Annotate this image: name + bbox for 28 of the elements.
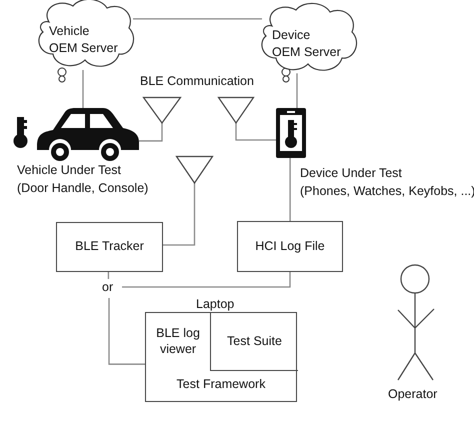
software-box — [210, 313, 298, 371]
node-label: Device OEM Server — [272, 27, 342, 61]
caption-text: Vehicle Under Test (Door Handle, Console) — [17, 162, 150, 197]
antenna-symbol — [143, 97, 181, 123]
text-label: Operator — [388, 387, 438, 403]
node-label: BLE log viewer — [155, 325, 201, 358]
connector-line — [82, 70, 84, 108]
node-label: Vehicle OEM Server — [49, 23, 119, 57]
process-box — [237, 221, 343, 272]
antenna-symbol — [218, 97, 254, 123]
connector-line — [296, 73, 298, 108]
connector-line — [108, 298, 145, 365]
process-box — [56, 222, 163, 272]
connector-line — [139, 123, 163, 142]
connector-line — [108, 272, 110, 279]
connector-line — [235, 123, 276, 141]
node-label: HCI Log File — [254, 238, 326, 255]
connector-label: or — [102, 280, 114, 296]
node-label: BLE Tracker — [74, 238, 145, 256]
antenna-symbol — [176, 156, 213, 183]
node-label: Test Framework — [176, 377, 266, 393]
text-label: BLE Communication — [140, 74, 254, 90]
connector-line — [289, 158, 291, 221]
connector-line — [122, 272, 291, 288]
connector-line — [133, 18, 262, 20]
connector-line — [163, 183, 196, 246]
node-label: Test Suite — [226, 332, 283, 350]
heading-label: Laptop — [196, 297, 234, 313]
